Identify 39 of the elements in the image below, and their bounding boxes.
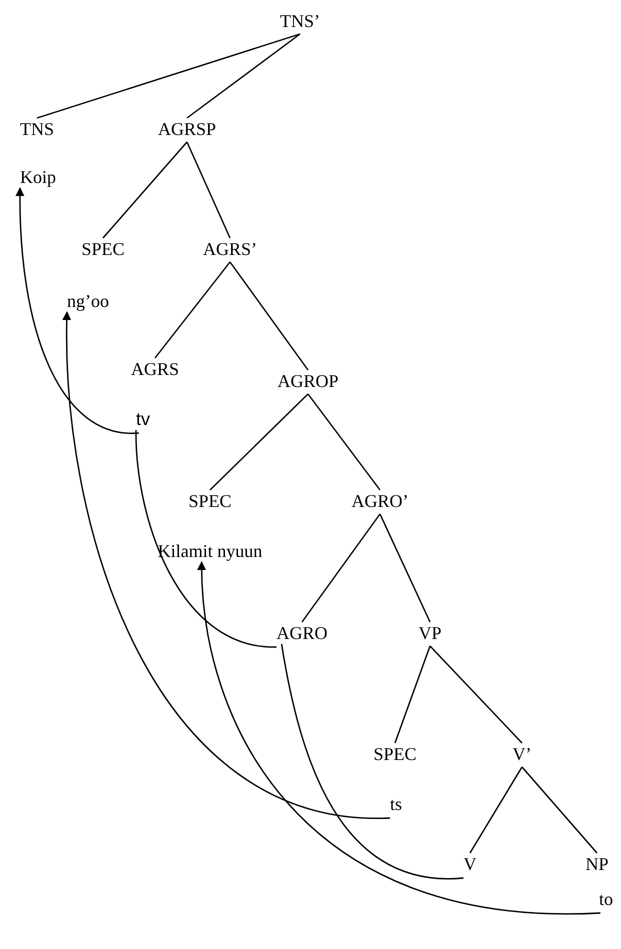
movement-line <box>280 644 464 879</box>
node-label: NP <box>586 853 608 875</box>
tree-branch <box>301 514 381 622</box>
movement-line <box>135 430 277 648</box>
tree-branch <box>521 766 598 854</box>
tree-branch <box>186 142 231 238</box>
node-label: AGRO <box>276 622 328 644</box>
tree-branch <box>394 646 431 744</box>
node-label: ts <box>390 793 402 815</box>
node-label: AGRO’ <box>352 490 408 512</box>
tree-branch <box>430 646 522 744</box>
tree-branch <box>469 766 523 854</box>
node-label: SPEC <box>373 743 417 765</box>
node-label: Koip <box>20 166 56 188</box>
tree-branch <box>102 142 188 238</box>
movement-arrow <box>62 311 390 819</box>
node-label: V’ <box>512 743 532 765</box>
tree-branch <box>210 394 308 490</box>
tree-branch <box>186 33 300 119</box>
node-label: tv <box>136 408 150 430</box>
node-label: SPEC <box>188 490 232 512</box>
node-label: AGROP <box>278 370 338 392</box>
node-label: SPEC <box>81 238 125 260</box>
node-label: TNS <box>20 118 54 140</box>
tree-branch <box>379 514 431 622</box>
node-label: VP <box>418 622 442 644</box>
node-label: TNS’ <box>280 10 320 32</box>
node-label: AGRSP <box>158 118 216 140</box>
tree-branch <box>229 262 309 370</box>
node-label: AGRS’ <box>203 238 257 260</box>
tree-branch <box>36 33 300 119</box>
movement-arrow <box>198 561 600 914</box>
node-label: V <box>464 853 476 875</box>
tree-branch <box>154 262 231 358</box>
node-label: AGRS <box>131 358 179 380</box>
node-label: ng’oo <box>67 290 109 312</box>
movement-arrow <box>16 187 139 434</box>
tree-branch <box>307 394 381 490</box>
node-label: to <box>599 888 613 910</box>
